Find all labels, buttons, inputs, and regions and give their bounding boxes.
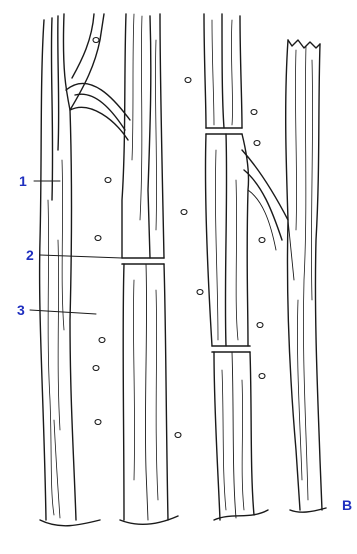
- leader-lines: [30, 181, 122, 314]
- right-fiber: [286, 40, 326, 512]
- label-1: 1: [19, 174, 27, 188]
- left-fiber: [40, 14, 130, 526]
- nuclei: [93, 38, 265, 438]
- label-2: 2: [26, 248, 34, 262]
- center-right-fiber: [204, 14, 288, 520]
- center-left-fiber: [120, 14, 178, 524]
- label-3: 3: [17, 303, 25, 317]
- panel-label: B: [342, 498, 352, 512]
